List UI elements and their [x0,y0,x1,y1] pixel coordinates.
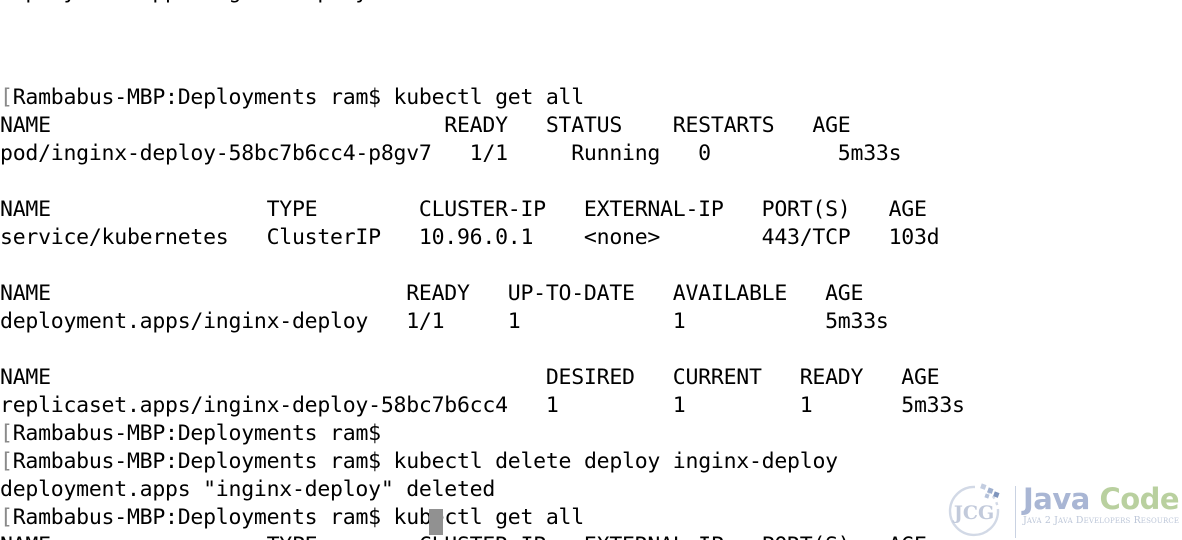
terminal-command-line: [Rambabus-MBP:Deployments ram$ [0,420,1182,448]
prompt-bracket: [ [0,421,13,446]
shell-prompt: Rambabus-MBP:Deployments ram$ [12,421,381,446]
terminal-output-line: NAME TYPE CLUSTER-IP EXTERNAL-IP PORT(S)… [0,532,1182,540]
shell-prompt: Rambabus-MBP:Deployments ram$ [12,505,381,530]
clipped-previous-line: deployment.apps/inginx-deploy [0,0,368,6]
terminal-output-line: pod/inginx-deploy-58bc7b6cc4-p8gv7 1/1 R… [0,141,902,166]
terminal-output-line: NAME TYPE CLUSTER-IP EXTERNAL-IP PORT(S)… [0,197,927,222]
shell-command: kubectl get all [380,85,585,110]
shell-prompt: Rambabus-MBP:Deployments ram$ [12,85,381,110]
terminal-output-line: replicaset.apps/inginx-deploy-58bc7b6cc4… [0,393,965,418]
terminal-cursor [429,509,443,535]
terminal-lines: [Rambabus-MBP:Deployments ram$ kubectl g… [0,84,1182,540]
terminal-output-line: deployment.apps/inginx-deploy 1/1 1 1 5m… [0,309,889,334]
terminal-output-line: NAME DESIRED CURRENT READY AGE [0,365,940,390]
prompt-bracket: [ [0,85,13,110]
prompt-bracket: [ [0,449,13,474]
terminal-output-line: NAME READY STATUS RESTARTS AGE [0,113,851,138]
shell-command: kubectl delete deploy inginx-deploy [380,449,839,474]
terminal-output-line: service/kubernetes ClusterIP 10.96.0.1 <… [0,225,940,250]
terminal-blank-line [0,252,1182,280]
prompt-bracket: [ [0,505,13,530]
shell-prompt: Rambabus-MBP:Deployments ram$ [12,449,381,474]
terminal-output-line: NAME READY UP-TO-DATE AVAILABLE AGE [0,281,864,306]
terminal-blank-line [0,336,1182,364]
terminal-command-line: [Rambabus-MBP:Deployments ram$ kubectl g… [0,84,1182,112]
terminal-blank-line [0,168,1182,196]
terminal-command-line: [Rambabus-MBP:Deployments ram$ kubectl g… [0,504,1182,532]
shell-command: kubectl get all [380,505,585,530]
terminal-command-line: [Rambabus-MBP:Deployments ram$ kubectl d… [0,448,1182,476]
terminal-output-line: deployment.apps "inginx-deploy" deleted [0,477,496,502]
